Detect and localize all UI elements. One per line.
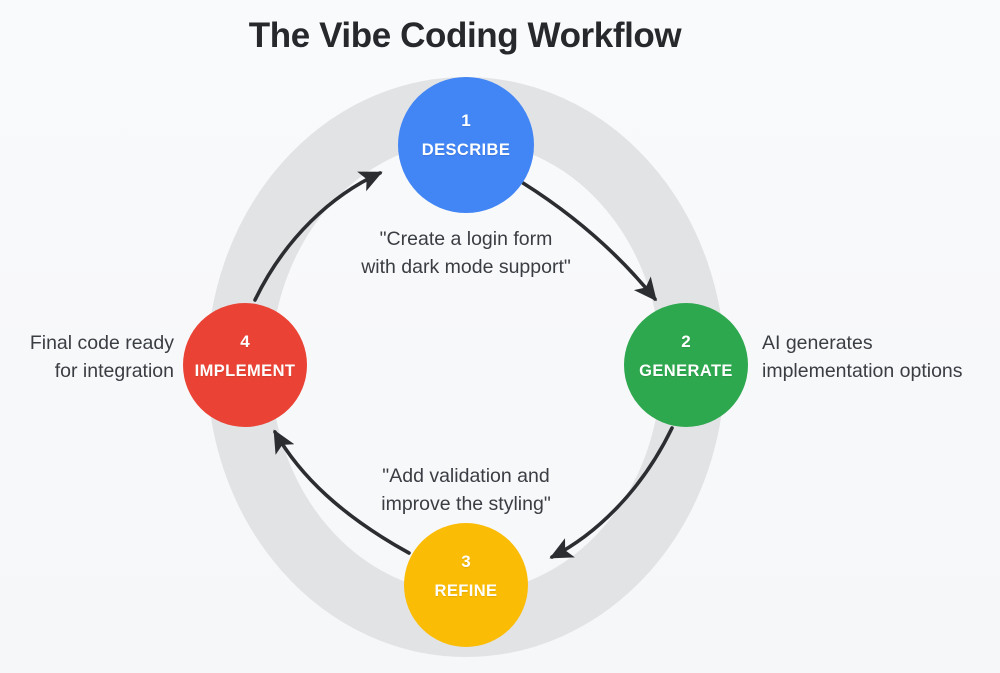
caption-implement-line2: for integration — [54, 360, 174, 383]
caption-generate-description: AI generates implementation options — [762, 329, 1000, 386]
caption-describe-line1: "Create a login form — [379, 228, 553, 250]
caption-implement-description: Final code ready for integration — [0, 329, 174, 386]
arrow-generate-to-refine — [549, 426, 674, 559]
cycle-nodes[interactable] — [183, 77, 748, 647]
caption-refine-prompt: "Add validation and improve the styling" — [341, 463, 591, 518]
caption-generate-line2: implementation options — [762, 360, 963, 383]
node-circle-describe[interactable] — [398, 77, 534, 213]
node-circle-refine[interactable] — [404, 523, 528, 647]
arrow-refine-to-implement — [273, 429, 411, 555]
caption-refine-line1: "Add validation and — [382, 465, 550, 487]
caption-implement-line1: Final code ready — [29, 332, 174, 354]
caption-generate-line1: AI generates — [762, 332, 873, 354]
node-circle-implement[interactable] — [183, 303, 307, 427]
cycle-arrows — [253, 171, 674, 559]
arrow-implement-to-describe — [253, 171, 383, 302]
caption-describe-prompt: "Create a login form with dark mode supp… — [341, 226, 591, 281]
page-title: The Vibe Coding Workflow — [248, 16, 682, 55]
caption-describe-line2: with dark mode support" — [361, 255, 571, 278]
arrow-describe-to-generate — [521, 181, 657, 302]
node-circle-generate[interactable] — [624, 303, 748, 427]
caption-refine-line2: improve the styling" — [381, 492, 551, 515]
